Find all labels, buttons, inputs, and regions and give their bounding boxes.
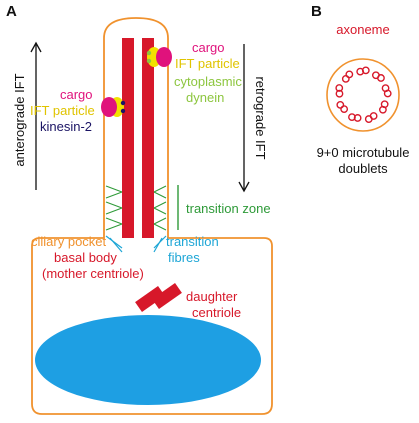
microtubule-doublet — [335, 84, 344, 98]
microtubule-ring — [336, 100, 345, 109]
basal-body-label-line1: basal body — [54, 250, 117, 265]
microtubule-doublet — [381, 84, 392, 98]
microtubule-ring — [364, 115, 373, 123]
nucleus — [35, 315, 261, 405]
microtubule-ring — [335, 84, 344, 92]
microtubule-ring — [377, 74, 385, 82]
ift-train-retrograde — [146, 47, 172, 67]
ift-particle-label-right: IFT particle — [175, 56, 240, 71]
doublets-label-line1: 9+0 microtubule — [317, 145, 410, 160]
daughter-centriole-label-line1: daughter — [186, 289, 238, 304]
retrograde-arrow — [238, 44, 250, 193]
kinesin-label: kinesin-2 — [40, 119, 92, 134]
panel-label-a: A — [6, 3, 17, 20]
dynein-label-line2: dynein — [186, 90, 224, 105]
axoneme-membrane — [326, 58, 400, 132]
anterograde-label: anterograde IFT — [12, 73, 27, 166]
microtubule-doublet — [378, 100, 389, 114]
microtubule-doublet — [336, 100, 349, 114]
retrograde-label: retrograde IFT — [253, 76, 268, 159]
microtubule-ring — [340, 105, 349, 114]
daughter-centriole-label-line2: centriole — [192, 305, 241, 320]
cargo-label-right: cargo — [192, 40, 225, 55]
microtubule-doublets — [335, 66, 392, 123]
panel-label-b: B — [311, 3, 322, 20]
ift-particle-label-left: IFT particle — [30, 103, 95, 118]
dynein-label-line1: cytoplasmic — [174, 74, 242, 89]
microtubule-doublet — [348, 113, 362, 122]
microtubule-ring — [348, 113, 356, 122]
ciliary-pocket-label: ciliary pocket — [31, 234, 107, 249]
microtubule-left — [122, 38, 134, 238]
cargo-label-left: cargo — [60, 87, 93, 102]
microtubule-ring — [345, 70, 354, 79]
microtubule-doublet — [341, 70, 354, 83]
microtubule-ring — [378, 105, 387, 114]
transition-zone-label: transition zone — [186, 201, 271, 216]
transition-fibres-label-line2: fibres — [168, 250, 200, 265]
microtubule-doublet — [364, 112, 378, 123]
doublets-label-line2: doublets — [338, 161, 388, 176]
microtubule-doublet — [371, 71, 385, 82]
ift-train-anterograde — [101, 97, 126, 117]
cell-membrane — [31, 17, 273, 415]
microtubule-ring — [361, 66, 370, 75]
basal-body-label-line2: (mother centriole) — [42, 266, 144, 281]
transition-fibres — [105, 235, 167, 253]
microtubule-right — [142, 38, 154, 238]
axoneme-label: axoneme — [336, 22, 389, 37]
anterograde-arrow — [30, 41, 42, 190]
transition-fibres-label-line1: transition — [166, 234, 219, 249]
daughter-centriole — [135, 283, 182, 312]
transition-zone-links — [105, 185, 167, 231]
microtubule-ring — [383, 89, 392, 98]
microtubule-doublet — [356, 66, 370, 76]
